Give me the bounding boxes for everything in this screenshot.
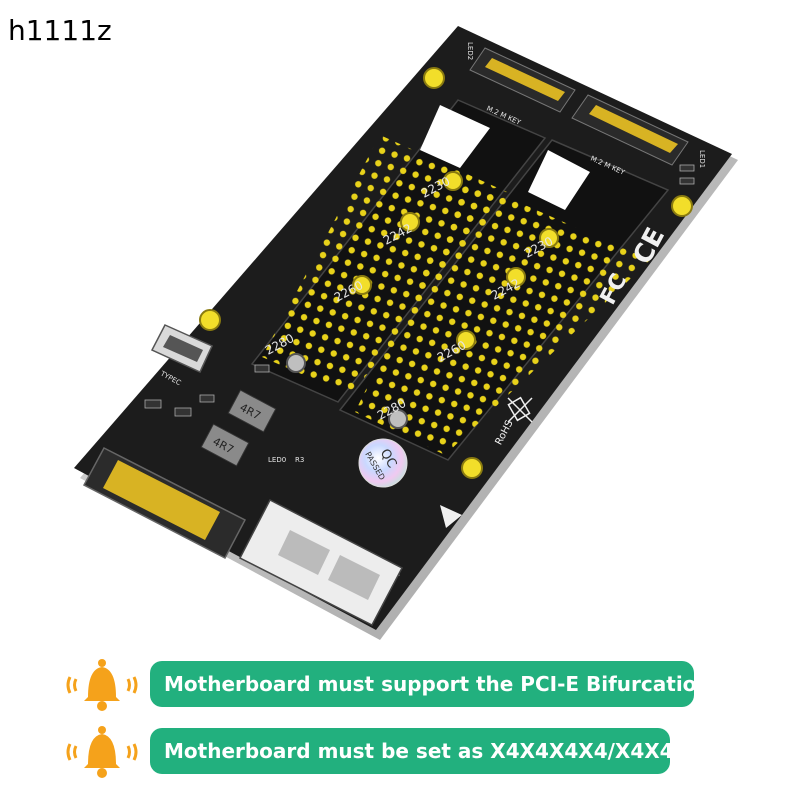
- inductor-upper: 4R7: [227, 389, 277, 433]
- bell-icon: [66, 659, 138, 711]
- led1-label: LED1: [698, 150, 706, 168]
- qc-passed-sticker: [358, 438, 408, 488]
- led0-label: LED0: [268, 456, 286, 464]
- inductor-lower: 4R7: [200, 423, 250, 467]
- esd-warning-icon: [440, 505, 462, 528]
- notice-lane-setting-text: Motherboard must be set as X4X4X4X4/X4X4…: [150, 728, 703, 774]
- notice-bifurcation-text: Motherboard must support the PCI-E Bifur…: [150, 661, 711, 707]
- weee-bin-icon: [507, 396, 533, 423]
- brand-watermark: h1111z: [8, 14, 112, 47]
- cutout-right: [528, 150, 590, 210]
- led2-label: LED2: [466, 42, 474, 60]
- cutout-left: [420, 105, 490, 168]
- m2-adapter-board-photo: 2230 2242 2260 2280 2230 2242 2260 2280 …: [74, 26, 738, 640]
- notice-row-lane-setting: Motherboard must be set as X4X4X4X4/X4X4…: [62, 722, 703, 782]
- r3-label: R3: [295, 456, 304, 464]
- notice-row-bifurcation: Motherboard must support the PCI-E Bifur…: [62, 655, 711, 715]
- bell-icon: [66, 726, 138, 778]
